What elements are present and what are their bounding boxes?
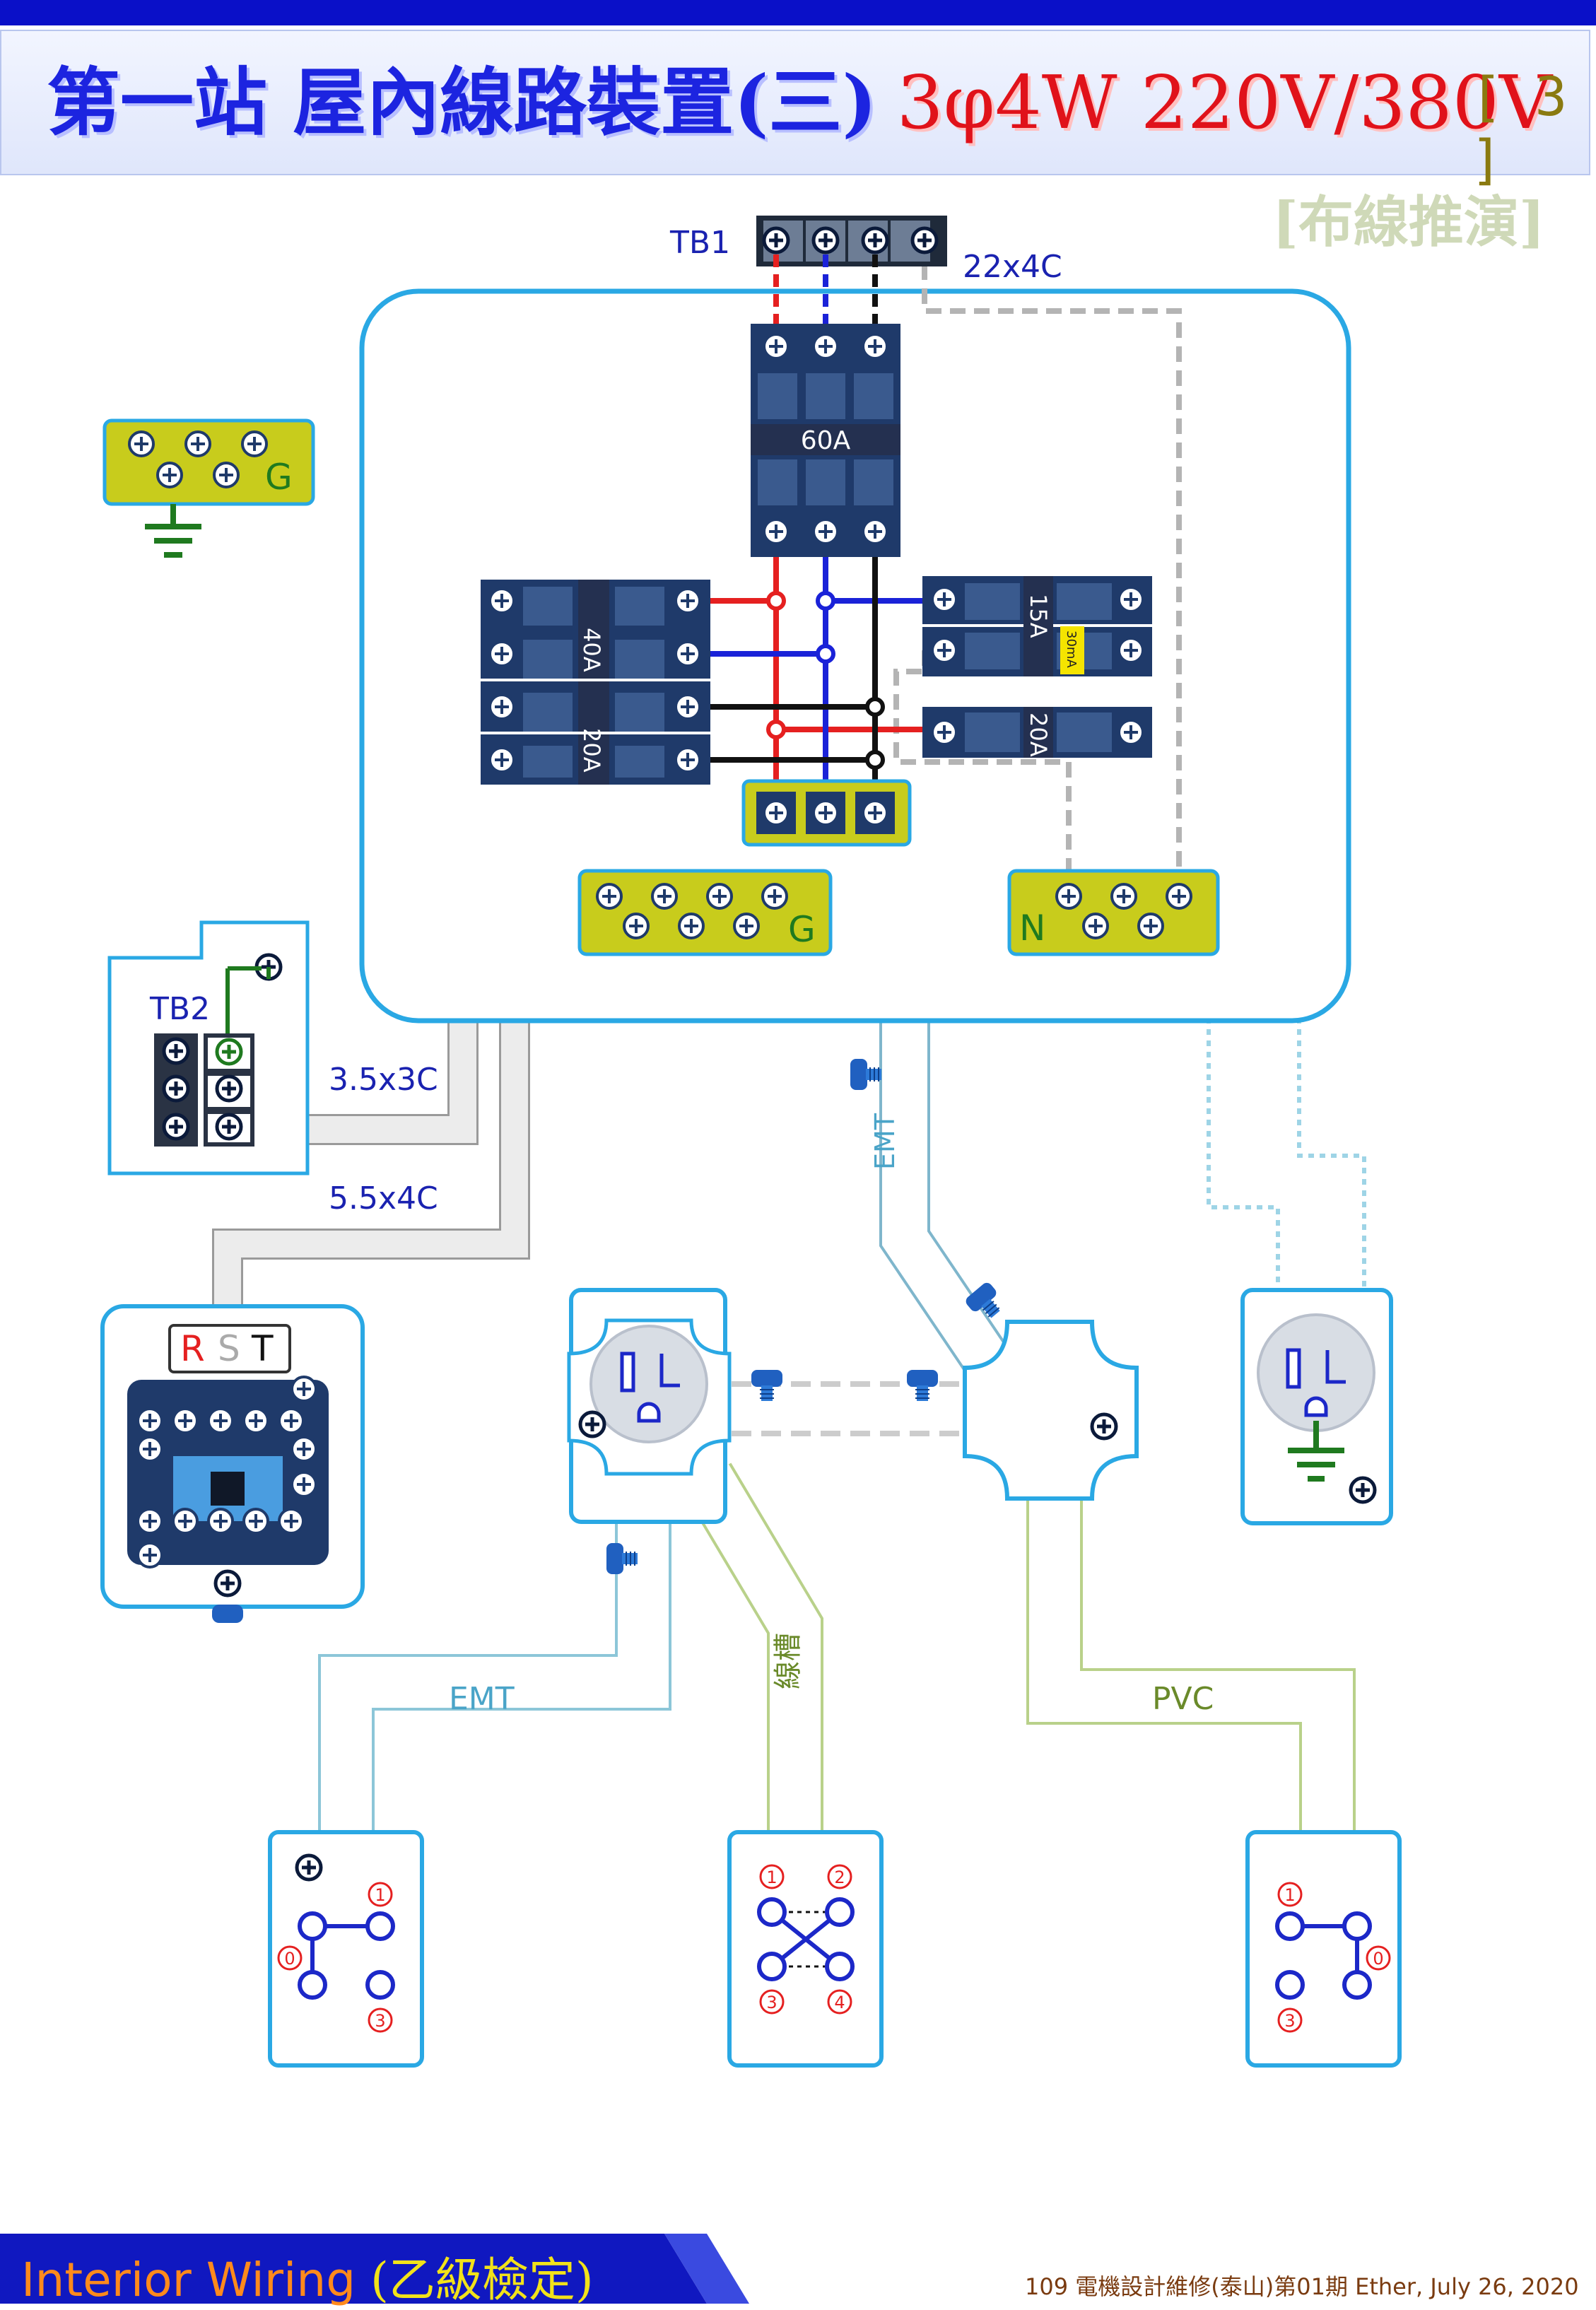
neutral-busbar-label: N (1019, 908, 1045, 949)
wiring-diagram: TB1 22x4C 60A (100, 216, 1402, 2068)
breaker-20a-3p-rating: 20A (578, 728, 605, 773)
breaker-stack-40a-20a[interactable] (481, 580, 710, 785)
raceway-duct (682, 1462, 823, 1836)
wire-junctions (766, 591, 885, 770)
phase-r-label: R (180, 1328, 205, 1369)
footer-brand-en: Interior Wiring (21, 2253, 356, 2307)
footer-brand-cn: (乙級檢定) (370, 2253, 594, 2307)
footer-bar (0, 2234, 749, 2304)
switch-center-term-2: 2 (834, 1868, 845, 1887)
tb2-label: TB2 (149, 991, 210, 1027)
page-title: 第一站 屋內線路裝置(三)3φ4W 220V/380V (47, 42, 1552, 163)
pvc-label: PVC (1152, 1681, 1214, 1717)
switch-left-term-0: 0 (284, 1949, 295, 1969)
switch-right-term-1: 1 (1284, 1885, 1295, 1905)
phase-t-label: T (251, 1328, 274, 1369)
conduit-emt-upper (879, 1018, 1011, 1379)
cable-3-5x3c-label: 3.5x3C (329, 1062, 438, 1098)
switch-right-term-0: 0 (1373, 1949, 1383, 1969)
breaker-20a-1p[interactable] (922, 707, 1152, 758)
switch-left-term-1: 1 (375, 1885, 385, 1905)
neutral-wires (893, 240, 1182, 884)
main-breaker-rating: 60A (801, 426, 851, 455)
main-breaker-60a[interactable] (751, 324, 900, 557)
raceway-label: 線槽 (772, 1633, 804, 1689)
rcd-breaker-rating: 15A (1025, 594, 1052, 638)
phase-s-label: S (218, 1328, 240, 1369)
rcd-sensitivity: 30mA (1064, 631, 1079, 668)
ground-busbar-center (577, 869, 833, 956)
ground-busbar-center-label: G (788, 909, 816, 950)
switch-center-term-1: 1 (766, 1868, 777, 1887)
switch-center-term-3: 3 (766, 1993, 777, 2012)
title-banner (0, 30, 1590, 175)
phase-r-wire (707, 254, 926, 813)
switch-box-left (268, 1830, 424, 2068)
junction-box (963, 1320, 1139, 1501)
phase-terminal-block (741, 779, 912, 847)
tb1-label: TB1 (669, 225, 730, 261)
title-system: 3φ4W 220V/380V (896, 59, 1552, 146)
page-number: [ 3 ] (1470, 65, 1568, 191)
tb1-terminal-block (756, 216, 947, 266)
rcd-breaker-15a[interactable] (922, 576, 1152, 676)
conduit-5-5x4c (212, 1007, 530, 1308)
conduit-emt-lower (318, 1499, 671, 1836)
receptacle-box-left (567, 1288, 732, 1524)
top-accent-bar (0, 0, 1596, 25)
tb1-cable-label: 22x4C (963, 249, 1062, 285)
emt-upper-label: EMT (869, 1113, 900, 1170)
panel-enclosure (359, 288, 1351, 1024)
conduit-3-5x3c (297, 1007, 479, 1145)
receptacle-box-right (1240, 1288, 1393, 1525)
emt-lower-label: EMT (449, 1681, 515, 1717)
contactor-box (100, 1304, 365, 1623)
conduit-pvc (1026, 1491, 1356, 1836)
breaker-40a-rating: 40A (578, 628, 605, 672)
switch-left-term-3: 3 (375, 2011, 385, 2031)
subtitle: [布線推演] (1272, 190, 1545, 254)
dotted-conduit-right (1207, 1018, 1366, 1297)
footer-credit: 109 電機設計維修(泰山)第01期 Ether, July 26, 2020 (1025, 2273, 1579, 2300)
cable-5-5x4c-label: 5.5x4C (329, 1180, 438, 1216)
switch-right-term-3: 3 (1284, 2011, 1295, 2031)
ground-busbar-left (102, 418, 315, 558)
footer-brand: Interior Wiring (乙級檢定) (21, 2242, 594, 2310)
ground-busbar-left-label: G (265, 457, 293, 498)
switch-box-center (727, 1830, 884, 2068)
breaker-20a-1p-rating: 20A (1025, 713, 1052, 757)
tb2-box (107, 920, 310, 1175)
title-chinese: 第一站 屋內線路裝置(三) (47, 59, 877, 146)
switch-box-right (1245, 1830, 1402, 2068)
neutral-busbar (1007, 869, 1220, 956)
switch-center-term-4: 4 (834, 1993, 845, 2012)
